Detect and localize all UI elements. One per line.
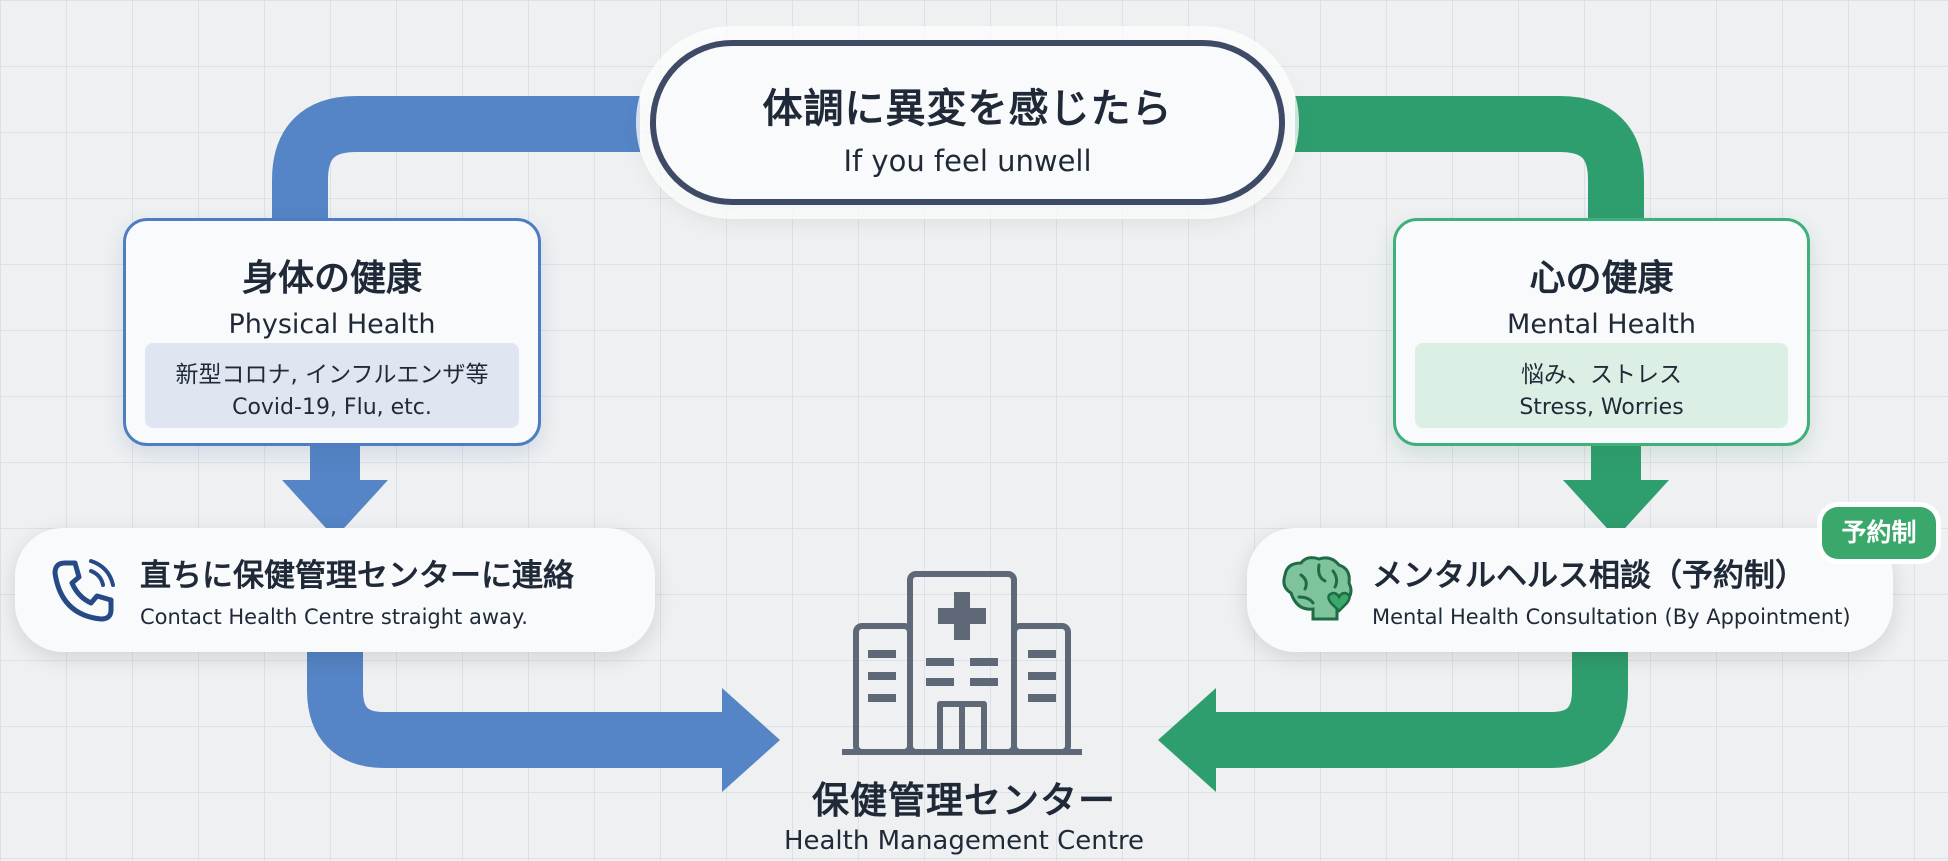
mental-examples: 悩み、ストレス Stress, Worries [1415, 343, 1788, 428]
destination-title-jp: 保健管理センター [812, 779, 1116, 822]
arrow-physical-to-action-head [282, 480, 388, 538]
physical-title-jp: 身体の健康 [241, 258, 422, 299]
arrow-mental-to-action-shaft [1591, 444, 1641, 482]
contact-label-jp: 直ちに保健管理センターに連絡 [140, 558, 574, 594]
appointment-badge: 予約制 [1822, 507, 1936, 559]
arrow-consult-to-centre [1210, 650, 1628, 768]
physical-example-en: Covid-19, Flu, etc. [232, 395, 432, 420]
arrow-consult-to-centre-head [1158, 688, 1216, 792]
physical-example-jp: 新型コロナ, インフルエンザ等 [175, 362, 489, 388]
destination-title-en: Health Management Centre [783, 826, 1145, 856]
contact-label-en: Contact Health Centre straight away. [140, 605, 528, 629]
arrow-mental-to-action-head [1563, 480, 1669, 538]
physical-title-en: Physical Health [228, 309, 436, 340]
contact-centre-step: 直ちに保健管理センターに連絡 Contact Health Centre str… [15, 528, 655, 652]
arrow-start-to-physical [272, 96, 640, 220]
arrow-action-to-centre-head [722, 688, 780, 792]
arrow-physical-to-action-shaft [310, 444, 360, 482]
mental-example-en: Stress, Worries [1519, 395, 1684, 420]
start-title-en: If you feel unwell [843, 144, 1092, 178]
hospital-building-icon [842, 566, 1082, 760]
brain-heart-icon [1277, 553, 1357, 633]
consultation-step: メンタルヘルス相談（予約制） Mental Health Consultatio… [1247, 528, 1893, 652]
start-node: 体調に異変を感じたら If you feel unwell [650, 40, 1285, 205]
mental-health-card: 心の健康 Mental Health 悩み、ストレス Stress, Worri… [1393, 218, 1810, 446]
mental-title-en: Mental Health [1507, 309, 1696, 340]
physical-examples: 新型コロナ, インフルエンザ等 Covid-19, Flu, etc. [145, 343, 519, 428]
mental-title-jp: 心の健康 [1529, 258, 1674, 299]
arrow-action-to-centre [307, 650, 730, 768]
mental-example-jp: 悩み、ストレス [1521, 362, 1682, 388]
arrow-start-to-mental [1295, 96, 1644, 220]
phone-icon [45, 553, 121, 633]
consultation-label-jp: メンタルヘルス相談（予約制） [1372, 558, 1806, 594]
consultation-label-en: Mental Health Consultation (By Appointme… [1372, 605, 1851, 629]
physical-health-card: 身体の健康 Physical Health 新型コロナ, インフルエンザ等 Co… [123, 218, 541, 446]
start-title-jp: 体調に異変を感じたら [762, 86, 1173, 132]
